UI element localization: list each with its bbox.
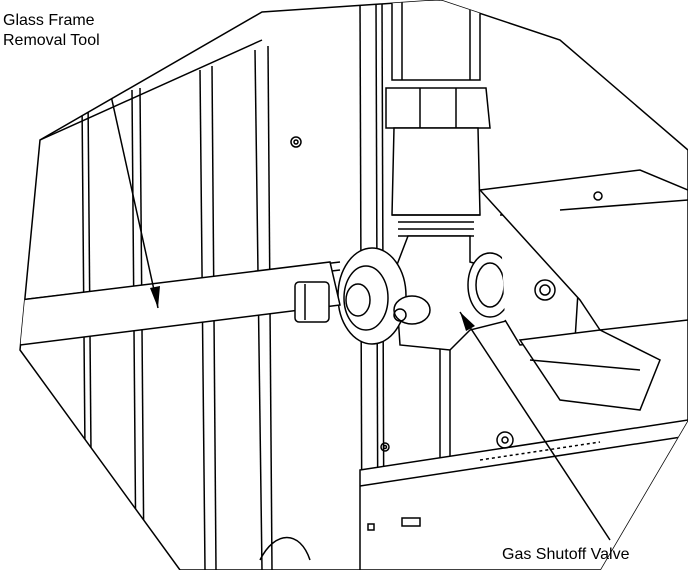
callout-glass-frame-line1: Glass Frame <box>3 12 95 29</box>
burner-tray <box>259 419 688 570</box>
upper-pipe-fitting <box>385 0 491 237</box>
leader-gas-shutoff-valve <box>459 311 611 541</box>
valve-knob <box>337 247 431 345</box>
callout-glass-frame-removal-tool: Glass Frame Removal Tool <box>3 11 100 51</box>
callout-glass-frame-line2: Removal Tool <box>3 32 100 49</box>
callout-gas-shutoff-valve: Gas Shutoff Valve <box>502 546 630 563</box>
glass-frame-removal-tool <box>20 261 341 346</box>
gas-control-module <box>478 169 688 411</box>
